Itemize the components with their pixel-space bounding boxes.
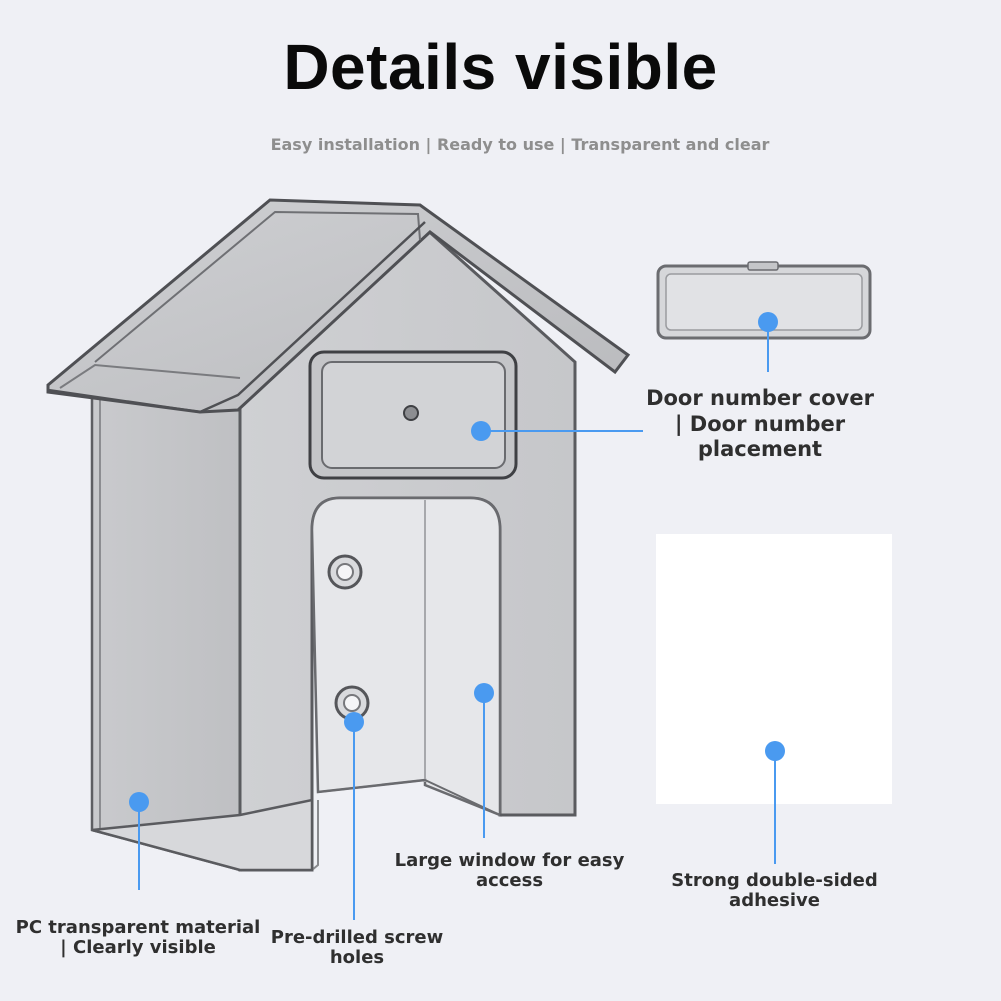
label-line: placement (697, 437, 823, 462)
left-side-wall (90, 393, 242, 872)
callout-dot-cover (758, 312, 778, 332)
label-adhesive: Strong double-sided adhesive (662, 870, 887, 912)
roof (46, 198, 631, 414)
label-line: | Clearly visible (60, 937, 216, 959)
label-line: adhesive (729, 890, 820, 912)
label-screw-holes: Pre-drilled screw holes (263, 927, 451, 969)
number-plate-slot (308, 350, 518, 480)
callout-dot-adhesive (765, 741, 785, 761)
window-opening (310, 496, 502, 871)
callout-dot-number-placement (471, 421, 491, 441)
label-line: PC transparent material (15, 917, 261, 938)
label-line: Door number cover (646, 386, 874, 410)
screw-holes (327, 554, 370, 721)
label-pc-material: PC transparent material | Clearly visibl… (8, 917, 268, 959)
bottom-floor (91, 798, 577, 872)
label-line: Pre-drilled screw (270, 927, 444, 948)
callout-lines (138, 322, 776, 920)
page-subtitle: Easy installation | Ready to use | Trans… (270, 135, 770, 154)
callout-dot-screw (344, 712, 364, 732)
door-number-cover-piece (656, 261, 872, 340)
label-door-number-cover: Door number cover | Door number placemen… (630, 386, 890, 463)
label-large-window: Large window for easy access (382, 850, 637, 892)
label-line: Large window for easy (394, 850, 625, 871)
page-title: Details visible (283, 31, 718, 103)
callout-dot-window (474, 683, 494, 703)
label-line: access (475, 870, 544, 892)
label-line: | Door number (674, 411, 846, 436)
callout-dot-pc-material (129, 792, 149, 812)
label-line: holes (329, 947, 385, 969)
label-line: Strong double-sided (671, 870, 878, 891)
